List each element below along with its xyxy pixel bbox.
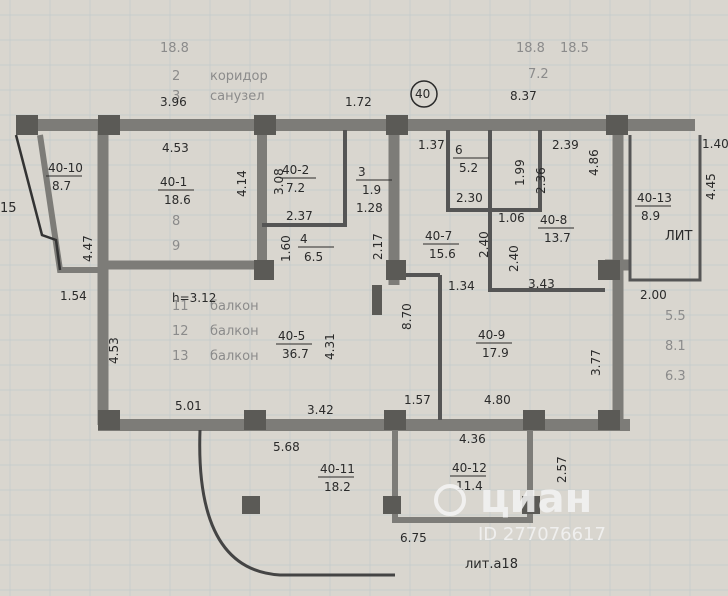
- room-id: 6: [455, 143, 463, 157]
- room-id: 40-11: [320, 462, 355, 476]
- table-number: 8: [172, 214, 180, 229]
- dimension-label: 8.37: [510, 89, 537, 103]
- floor-circle: [410, 80, 438, 108]
- room-id: 40-10: [48, 161, 83, 175]
- dimension-label: 4.80: [484, 393, 511, 407]
- table-number: 2: [172, 69, 180, 84]
- dimension-label: 3.96: [160, 95, 187, 109]
- table-value: 5.5: [665, 309, 686, 324]
- table-word: балкон: [210, 324, 259, 339]
- dimension-label: 4.53: [162, 141, 189, 155]
- room-area: 15.6: [429, 247, 456, 261]
- dimension-label: 4.47: [81, 235, 95, 262]
- room-id: 40-5: [278, 329, 305, 343]
- table-value: 7.2: [528, 67, 549, 82]
- room-area: 17.9: [482, 346, 509, 360]
- dimension-label: 2.30: [456, 191, 483, 205]
- table-word: балкон: [210, 299, 259, 314]
- room-area: 11.4: [456, 479, 483, 493]
- dimension-label: 8.70: [400, 303, 414, 330]
- height-label: h=3.12: [172, 291, 216, 305]
- dimension-label: 1.99: [513, 159, 527, 186]
- room-area: 5.2: [459, 161, 478, 175]
- dimension-label: 4.86: [587, 149, 601, 176]
- dimensions: 3.96 1.72 8.37 1.40 4.53 3.08 4.14 2.37 1.28 1.37…: [60, 89, 728, 545]
- dimension-label: 2.40: [477, 231, 491, 258]
- table-number: 3: [172, 89, 180, 104]
- dimension-label: 3.43: [528, 277, 555, 291]
- dimension-label: 2.40: [507, 245, 521, 272]
- floor-number: 40: [415, 87, 430, 101]
- watermark-brand: циан: [480, 476, 592, 522]
- room-area: 7.2: [286, 181, 305, 195]
- dimension-label: 2.00: [640, 288, 667, 302]
- dimension-label: 4.14: [235, 170, 249, 197]
- room-id: 40-13: [637, 191, 672, 205]
- dimension-label: 5.01: [175, 399, 202, 413]
- table-number: 13: [172, 349, 189, 364]
- table-value: 18.5: [560, 41, 589, 56]
- dimension-label: 4.53: [107, 337, 121, 364]
- table-value: 6.3: [665, 369, 686, 384]
- dimension-label: 2.57: [555, 456, 569, 483]
- room-area: 1.9: [362, 183, 381, 197]
- dimension-label: 5.68: [273, 440, 300, 454]
- background-table: 18.8 18.8 18.5 7.2 5.5 8.1 6.3 2 3 8 9 1…: [160, 41, 686, 384]
- table-value: 18.8: [160, 41, 189, 56]
- dimension-label: 1.34: [448, 279, 475, 293]
- room-area: 6.5: [304, 250, 323, 264]
- dimension-label: 2.36: [534, 167, 548, 194]
- columns: [16, 115, 628, 514]
- dimension-label: 3.77: [589, 349, 603, 376]
- room-id: 40-8: [540, 213, 567, 227]
- table-word: санузел: [210, 89, 265, 104]
- room-id: 40-12: [452, 461, 487, 475]
- dimension-label: 4.31: [323, 333, 337, 360]
- room-area: 13.7: [544, 231, 571, 245]
- dimension-label: 4.45: [704, 173, 718, 200]
- watermark-id: ID 277076617: [478, 524, 606, 545]
- dimension-label: 1.40: [702, 137, 728, 151]
- dimension-label: 2.17: [371, 233, 385, 260]
- table-word: балкон: [210, 349, 259, 364]
- table-word: коридор: [210, 69, 268, 84]
- room-id: 40-2: [282, 163, 309, 177]
- dimension-label: 1.72: [345, 95, 372, 109]
- edge-label: 15: [0, 201, 17, 216]
- room-area: 18.6: [164, 193, 191, 207]
- dimension-label: 4.36: [459, 432, 486, 446]
- dimension-label: 1.60: [279, 235, 293, 262]
- room-id: 40-7: [425, 229, 452, 243]
- room-id: 40-1: [160, 175, 187, 189]
- liter-label: лит.а18: [465, 557, 518, 572]
- table-number: 12: [172, 324, 189, 339]
- dimension-label: 6.75: [400, 531, 427, 545]
- brand-logo-icon: [434, 484, 466, 516]
- dimension-label: 1.06: [498, 211, 525, 225]
- dimension-label: 3.42: [307, 403, 334, 417]
- room-area: 18.2: [324, 480, 351, 494]
- dimension-label: 1.57: [404, 393, 431, 407]
- room-id: 3: [358, 165, 366, 179]
- dimension-label: 2.39: [552, 138, 579, 152]
- table-value: 18.8: [516, 41, 545, 56]
- dimension-label: 1.28: [356, 201, 383, 215]
- room-id: 40-9: [478, 328, 505, 342]
- table-value: 8.1: [665, 339, 686, 354]
- letter-label: ЛИТ: [665, 229, 693, 244]
- rooms: 40-10 8.7 40-1 18.6 40-2 7.2 3 1.9 6 5.2 4 6.5 40-7 1…: [46, 143, 672, 494]
- watermark: циан ID 277076617: [434, 476, 606, 545]
- dimension-label: 3.08: [272, 168, 286, 195]
- table-number: 9: [172, 239, 180, 254]
- room-area: 8.9: [641, 209, 660, 223]
- room-area: 36.7: [282, 347, 309, 361]
- dimension-label: 1.37: [418, 138, 445, 152]
- dimension-label: 2.37: [286, 209, 313, 223]
- table-number: 11: [172, 299, 189, 314]
- room-id: 4: [300, 232, 308, 246]
- room-area: 8.7: [52, 179, 71, 193]
- dimension-label: 1.54: [60, 289, 87, 303]
